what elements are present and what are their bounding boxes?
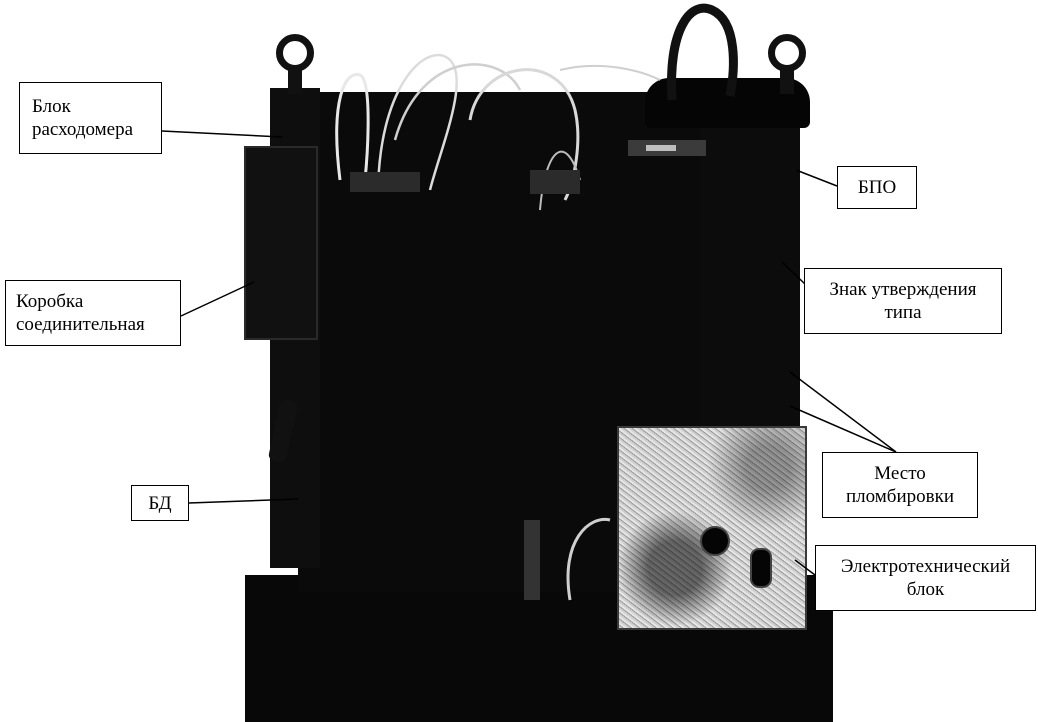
panel-knob: [700, 526, 730, 556]
hose: [667, 3, 738, 101]
callout-text: расходомера: [32, 119, 134, 140]
callout-seal-place: Место пломбировки: [822, 452, 978, 518]
hose: [393, 63, 522, 141]
callout-type-approval-mark: Знак утверждения типа: [804, 268, 1002, 334]
ring-stem: [288, 70, 302, 94]
ring-stem: [780, 70, 794, 94]
callout-text: Коробка: [16, 291, 84, 312]
fitting: [530, 170, 580, 194]
callout-text: Знак утверждения: [829, 279, 977, 300]
indicator-window: [628, 140, 706, 156]
callout-text: Блок: [32, 96, 71, 117]
callout-electrotechnical-block: Электротехнический блок: [815, 545, 1036, 611]
fitting: [524, 520, 540, 600]
fitting: [350, 172, 420, 192]
callout-text: БД: [148, 492, 172, 514]
hose: [566, 517, 611, 601]
callout-text: Электротехнический: [840, 556, 1011, 577]
hose: [559, 64, 661, 81]
callout-text: БПО: [857, 177, 897, 198]
hose: [376, 53, 458, 191]
bpo-tower: [700, 86, 800, 426]
callout-bd: БД: [131, 485, 189, 521]
callout-flowmeter-block: Блок расходомера: [19, 82, 162, 154]
callout-text: соединительная: [16, 314, 145, 335]
callout-text: блок: [906, 579, 945, 600]
junction-box-body: [244, 146, 318, 340]
callout-junction-box: Коробка соединительная: [5, 280, 181, 346]
callout-text: типа: [884, 302, 922, 323]
lifting-ring-icon: [768, 34, 806, 72]
hose: [468, 68, 580, 201]
hose: [335, 73, 370, 181]
lifting-ring-icon: [276, 34, 314, 72]
callout-text: пломбировки: [845, 486, 955, 507]
callout-bpo: БПО: [837, 166, 917, 209]
callout-text: Место: [874, 463, 926, 484]
panel-switch: [750, 548, 772, 588]
